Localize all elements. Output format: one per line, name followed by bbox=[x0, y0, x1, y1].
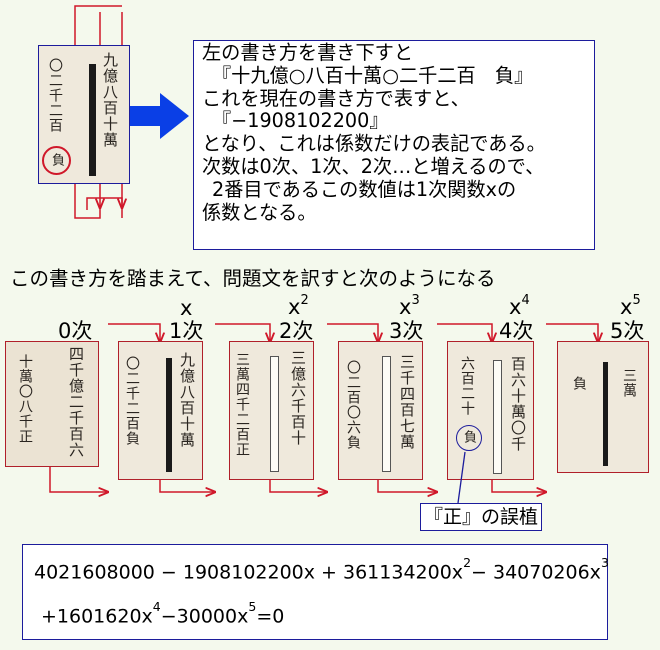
term-0-right-column: 四千億二千百六 bbox=[67, 346, 85, 458]
power-label-3: x3 bbox=[399, 293, 420, 319]
top-scan-bar bbox=[89, 64, 96, 176]
desc-line: 係数となる。 bbox=[202, 200, 317, 224]
term-scan-1: 九億八百十萬 〇二千二百負 bbox=[118, 341, 203, 480]
term-4-bar bbox=[493, 360, 502, 474]
term-scan-0: 四千億二千百六 十萬〇八千正 bbox=[5, 341, 99, 467]
term-3-left-column: 〇二百〇六負 bbox=[345, 360, 361, 450]
degree-label-0: 0次 bbox=[58, 319, 93, 343]
top-scan-circle: 負 bbox=[42, 146, 71, 175]
power-label-2: x2 bbox=[288, 293, 309, 319]
formula-line-2: +1601620x4−30000x5=0 bbox=[41, 599, 285, 628]
degree-label-2: 2次 bbox=[279, 319, 314, 343]
desc-line: 『十九億○八百十萬○二千二百 負』 bbox=[212, 63, 534, 87]
desc-line: これを現在の書き方で表すと、 bbox=[202, 86, 470, 110]
term-scan-4: 百六十萬〇千 六百二十 負 bbox=[447, 341, 534, 480]
term-4-right-column: 百六十萬〇千 bbox=[509, 356, 527, 452]
term-5-left-column: 負 bbox=[571, 376, 587, 391]
formula-line-1: 4021608000 − 1908102200x + 361134200x2− … bbox=[34, 555, 609, 584]
term-1-bar bbox=[166, 358, 172, 472]
degree-label-5: 5次 bbox=[610, 319, 645, 343]
description-box: 左の書き方を書き下すと『十九億○八百十萬○二千二百 負』これを現在の書き方で表す… bbox=[193, 40, 595, 250]
desc-line: となり、これは係数だけの表記である。 bbox=[202, 132, 546, 156]
term-2-right-column: 三億六千百十 bbox=[289, 350, 307, 446]
misprint-note: 『正』の誤植 bbox=[420, 503, 543, 531]
term-3-bar bbox=[382, 356, 391, 472]
term-4-left-column: 六百二十 bbox=[459, 356, 475, 416]
term-4-circle: 負 bbox=[456, 425, 482, 451]
term-scan-5: 三萬 負 bbox=[557, 341, 649, 473]
degree-label-4: 4次 bbox=[499, 319, 534, 343]
term-connectors bbox=[49, 323, 598, 492]
top-scan-right-column: 九億八百十萬 bbox=[101, 52, 119, 148]
term-1-left-column: 〇二千二百負 bbox=[124, 356, 140, 446]
term-5-right-column: 三萬 bbox=[621, 368, 637, 398]
term-3-right-column: 三千四百七萬 bbox=[398, 354, 416, 450]
intro-text: この書き方を踏まえて、問題文を訳すと次のようになる bbox=[10, 267, 496, 290]
term-0-left-column: 十萬〇八千正 bbox=[17, 354, 33, 444]
term-scan-2: 三億六千百十 三萬四千二百正 bbox=[229, 341, 314, 480]
term-1-right-column: 九億八百十萬 bbox=[178, 352, 196, 448]
desc-line: 次数は0次、1次、2次…と増えるので、 bbox=[202, 154, 545, 178]
top-scan-left-column: 〇二千二百 bbox=[47, 58, 63, 133]
power-label-5: x5 bbox=[620, 293, 641, 319]
power-label-1: x bbox=[180, 296, 193, 320]
term-scan-3: 三千四百七萬 〇二百〇六負 bbox=[338, 341, 423, 480]
desc-line: 左の書き方を書き下すと bbox=[202, 41, 414, 64]
desc-line: 2番目であるこの数値は1次関数xの bbox=[212, 177, 517, 201]
top-scan-image: 九億八百十萬 〇二千二百 負 bbox=[38, 45, 130, 184]
desc-line: 『−1908102200』 bbox=[212, 109, 389, 133]
degree-label-3: 3次 bbox=[389, 319, 424, 343]
top-scan-circled-char: 負 bbox=[49, 153, 64, 167]
power-label-4: x4 bbox=[509, 293, 530, 319]
term-5-bar bbox=[603, 362, 608, 466]
term-2-bar bbox=[270, 356, 279, 472]
degree-label-1: 1次 bbox=[169, 319, 204, 343]
formula-box: 4021608000 − 1908102200x + 361134200x2− … bbox=[22, 544, 609, 640]
term-4-circled-char: 負 bbox=[461, 430, 476, 444]
term-2-left-column: 三萬四千二百正 bbox=[234, 352, 250, 457]
blue-right-arrow bbox=[130, 93, 189, 139]
